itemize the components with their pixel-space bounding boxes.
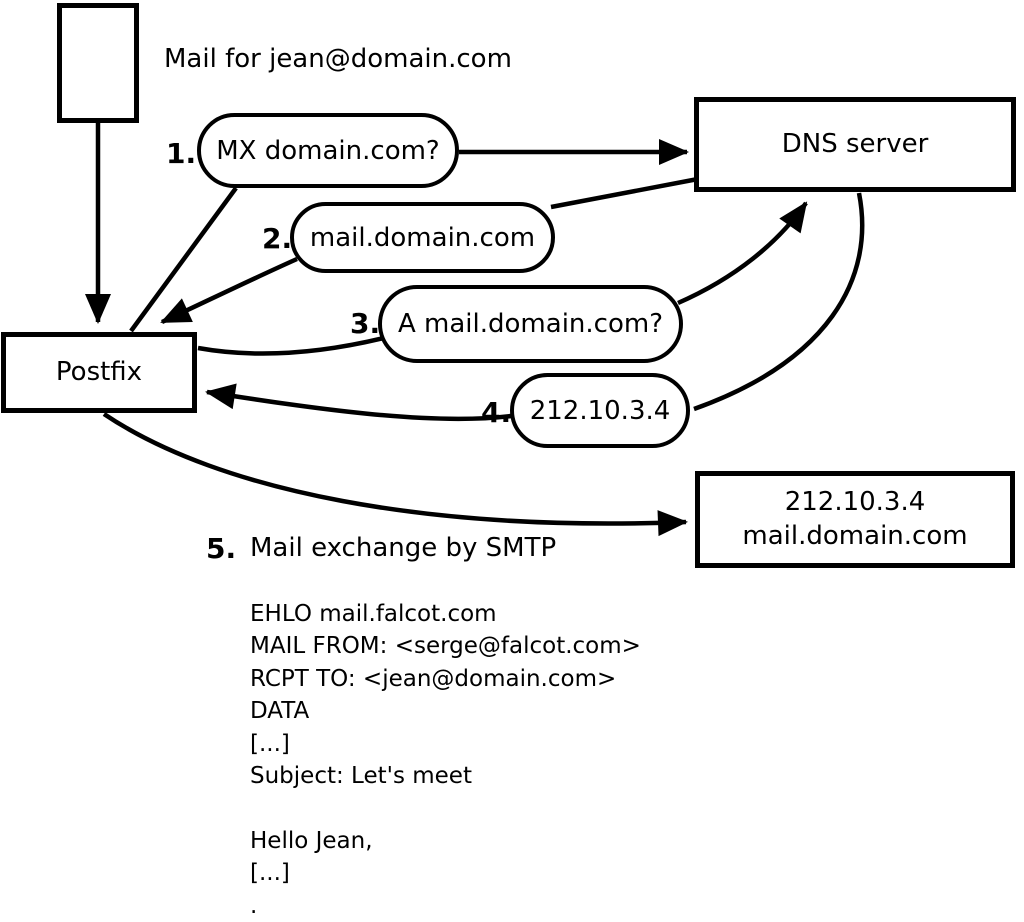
smtp-line: MAIL FROM: <serge@falcot.com> [250, 633, 641, 660]
line-dns-to-step2 [550, 176, 699, 210]
arrow-step4-to-postfix [205, 383, 512, 422]
step-number-5: 5. [206, 532, 237, 565]
step-number-2: 2. [262, 222, 293, 255]
arrow-step3-to-dns [677, 201, 808, 306]
pill-step-2-label: mail.domain.com [309, 222, 536, 253]
smtp-line: DATA [250, 698, 310, 725]
smtp-line: EHLO mail.falcot.com [250, 601, 497, 627]
pill-step-4-label: 212.10.3.4 [529, 395, 671, 426]
dns-server-label: DNS server [781, 128, 929, 159]
smtp-line: [...] [250, 860, 290, 887]
pill-step-1-label: MX domain.com? [216, 135, 440, 166]
mail-server-node: 212.10.3.4 mail.domain.com [695, 471, 1015, 568]
smtp-session-transcript: EHLO mail.falcot.com MAIL FROM: <serge@f… [250, 598, 641, 922]
arrow-postfix-to-mailserver [102, 412, 688, 537]
step-number-3: 3. [350, 307, 381, 340]
step-5-label: Mail exchange by SMTP [250, 533, 557, 563]
line-postfix-to-step3 [197, 335, 385, 356]
postfix-label: Postfix [55, 356, 143, 387]
arrow-step2-to-postfix [160, 256, 298, 325]
line-postfix-to-step1 [129, 186, 238, 333]
mail-server-ip: 212.10.3.4 [784, 486, 926, 517]
smtp-line [250, 792, 641, 824]
mail-server-hostname: mail.domain.com [742, 520, 968, 551]
smtp-line: . [250, 892, 258, 919]
envelope-node [57, 3, 139, 123]
smtp-line: Hello Jean, [250, 827, 373, 854]
step-number-4: 4. [481, 396, 512, 429]
pill-step-4: 212.10.3.4 [510, 373, 690, 448]
smtp-line: [...] [250, 730, 290, 757]
pill-step-1: MX domain.com? [197, 113, 459, 188]
smtp-line: Subject: Let's meet [250, 762, 472, 789]
pill-step-2: mail.domain.com [290, 202, 555, 273]
smtp-line: RCPT TO: <jean@domain.com> [250, 665, 617, 692]
line-dns-to-step4 [693, 192, 865, 412]
mail-note: Mail for jean@domain.com [164, 44, 512, 74]
pill-step-3-label: A mail.domain.com? [398, 309, 663, 339]
step-number-1: 1. [166, 137, 197, 170]
pill-step-3: A mail.domain.com? [378, 285, 683, 363]
dns-server-node: DNS server [694, 97, 1016, 192]
postfix-node: Postfix [1, 332, 197, 413]
